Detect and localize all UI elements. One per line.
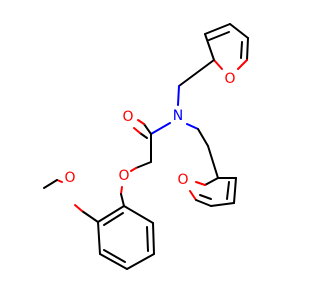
bond <box>233 177 237 204</box>
bond <box>120 193 125 207</box>
bond <box>126 253 155 270</box>
atom-o-carbonyl: O <box>122 109 133 125</box>
bond <box>207 145 219 179</box>
bond-o <box>130 167 137 172</box>
atom-o-furan-middle: O <box>177 172 188 188</box>
bond <box>178 59 215 87</box>
bond-n <box>177 85 180 106</box>
atom-o-methoxy: O <box>64 170 75 186</box>
bond <box>152 222 155 255</box>
bond-n <box>186 123 199 130</box>
furan-ring-middle <box>189 177 237 207</box>
bond <box>135 161 152 169</box>
bond-double-inner <box>103 249 126 263</box>
bond-double-inner <box>146 226 149 252</box>
bond <box>143 123 152 135</box>
bond <box>97 205 125 223</box>
atom-o-ether: O <box>118 168 129 184</box>
bond <box>204 23 231 35</box>
bond <box>210 202 235 207</box>
bond-o <box>195 181 206 186</box>
bond-o <box>133 127 141 134</box>
bond-o <box>213 59 223 70</box>
bond-double-inner <box>199 194 212 200</box>
bond <box>246 37 249 61</box>
bond-n <box>150 122 171 135</box>
atom-o-furan-top: O <box>224 71 235 87</box>
bond <box>43 179 58 189</box>
bond <box>99 253 128 270</box>
bond <box>229 23 249 39</box>
molecule-structure: O O N O O O <box>43 23 249 270</box>
bond-o <box>237 59 248 70</box>
atom-n-amide: N <box>173 108 183 124</box>
structure-canvas: O O N O O O <box>43 23 249 270</box>
benzene-ring <box>97 205 155 270</box>
bond <box>97 221 101 255</box>
bond <box>81 210 99 223</box>
bond-double-inner <box>103 212 124 226</box>
bond-o <box>74 204 83 212</box>
bond <box>123 205 154 224</box>
bond <box>197 128 209 147</box>
bond-o <box>120 186 123 195</box>
bond <box>195 199 212 207</box>
bond <box>204 177 219 186</box>
bond-double <box>139 132 148 139</box>
bond-double-inner <box>208 31 230 41</box>
bond-double-inner <box>240 41 243 59</box>
bond-o <box>189 190 197 201</box>
bond-double-inner <box>226 181 230 200</box>
bond-o <box>137 119 145 125</box>
furan-ring-top <box>204 23 249 70</box>
bond <box>204 33 215 61</box>
